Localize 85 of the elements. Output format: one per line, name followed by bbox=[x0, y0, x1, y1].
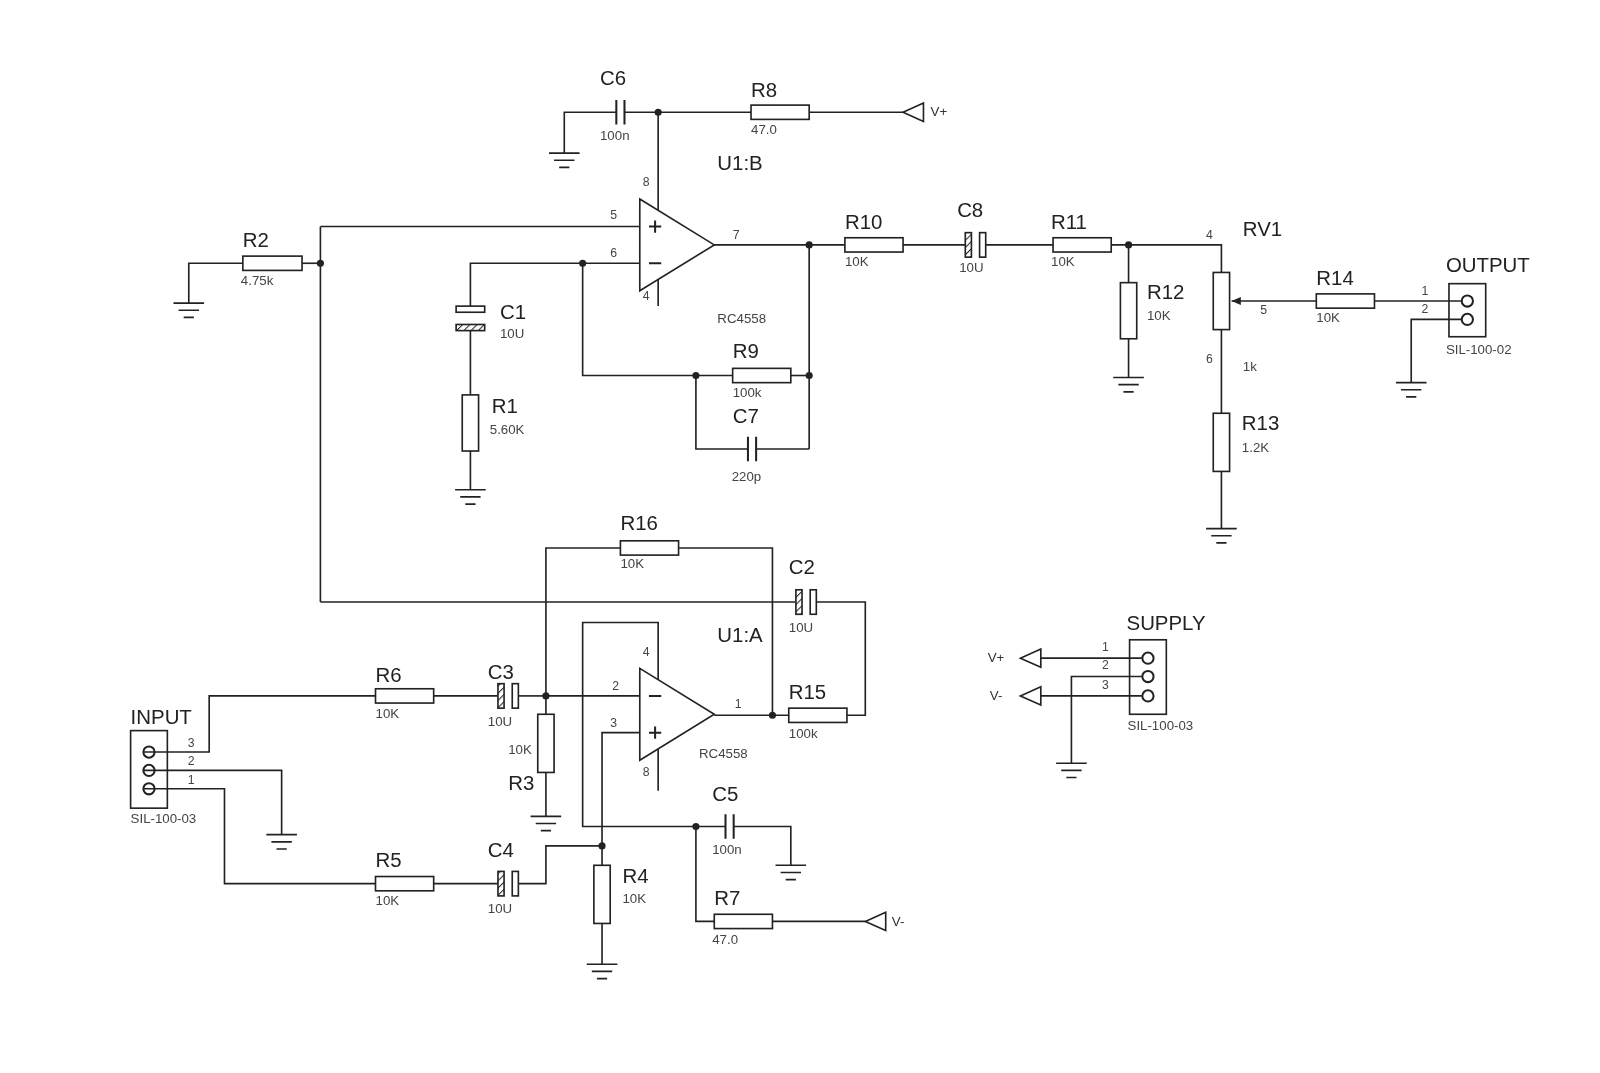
value-label: 220p bbox=[731, 469, 762, 483]
component-label: C5 bbox=[712, 783, 739, 805]
pin-number: 2 bbox=[1102, 659, 1109, 672]
value-label: 10K bbox=[375, 893, 400, 908]
pin-number: 2 bbox=[187, 755, 195, 768]
component-label: C8 bbox=[957, 200, 984, 221]
pin-number: 1 bbox=[1421, 284, 1429, 297]
component-label: R10 bbox=[844, 211, 883, 232]
net-label: V- bbox=[989, 688, 1003, 703]
component-label: C1 bbox=[500, 302, 527, 323]
pin-number: 4 bbox=[1206, 228, 1213, 241]
component-label: U1:B bbox=[717, 153, 763, 174]
value-label: 100n bbox=[600, 128, 630, 142]
value-label: 100k bbox=[732, 385, 762, 399]
value-label: 1.2K bbox=[1241, 440, 1270, 455]
pin-number: 1 bbox=[1102, 640, 1109, 654]
pin-number: 2 bbox=[1421, 303, 1429, 316]
value-label: 100k bbox=[788, 726, 818, 740]
component-label: C3 bbox=[487, 661, 514, 682]
component-label: SUPPLY bbox=[1126, 612, 1206, 633]
value-label: 100n bbox=[712, 842, 742, 857]
component-label: R14 bbox=[1316, 267, 1354, 288]
value-label: 10U bbox=[487, 714, 513, 728]
component-label: R7 bbox=[714, 887, 741, 909]
value-label: 1k bbox=[1242, 360, 1257, 374]
value-label: 10K bbox=[1316, 311, 1340, 325]
component-label: R2 bbox=[242, 229, 269, 250]
value-label: 10K bbox=[508, 742, 532, 757]
value-label: 10U bbox=[788, 620, 814, 634]
component-label: R3 bbox=[508, 772, 535, 793]
pin-number: 8 bbox=[642, 765, 650, 778]
component-label: R9 bbox=[732, 340, 759, 362]
value-label: 10U bbox=[500, 326, 525, 340]
value-label: 10U bbox=[959, 261, 984, 275]
component-label: C4 bbox=[487, 839, 514, 861]
pin-number: 1 bbox=[187, 773, 195, 786]
value-label: 10U bbox=[487, 902, 513, 916]
pin-number: 3 bbox=[610, 716, 617, 729]
pin-number: 7 bbox=[732, 228, 740, 241]
value-label: 10K bbox=[1146, 309, 1171, 323]
pin-number: 4 bbox=[642, 289, 650, 303]
component-label: C7 bbox=[732, 406, 759, 427]
component-label: C6 bbox=[600, 67, 627, 88]
value-label: RC4558 bbox=[698, 746, 748, 761]
value-label: SIL-100-03 bbox=[130, 812, 197, 826]
value-label: 47.0 bbox=[751, 122, 777, 136]
value-label: 10K bbox=[622, 891, 647, 906]
value-label: RC4558 bbox=[717, 312, 766, 326]
component-label: R16 bbox=[620, 512, 658, 533]
pin-number: 1 bbox=[734, 697, 742, 711]
value-label: 10K bbox=[375, 707, 400, 721]
value-label: 4.75k bbox=[240, 273, 274, 287]
component-label: R8 bbox=[751, 79, 778, 100]
pin-number: 5 bbox=[610, 209, 617, 222]
component-label: INPUT bbox=[130, 707, 192, 728]
component-label: R5 bbox=[375, 850, 402, 871]
component-label: OUTPUT bbox=[1445, 255, 1530, 276]
value-label: 10K bbox=[844, 255, 869, 269]
component-label: RV1 bbox=[1242, 218, 1283, 239]
component-label: R15 bbox=[788, 681, 827, 703]
pin-number: 4 bbox=[642, 645, 650, 659]
value-label: 5.60K bbox=[489, 422, 525, 436]
value-label: SIL-100-03 bbox=[1127, 718, 1194, 732]
value-label: SIL-100-02 bbox=[1445, 342, 1512, 357]
component-label: R12 bbox=[1146, 281, 1185, 303]
pin-number: 3 bbox=[1102, 678, 1109, 691]
pin-number: 6 bbox=[610, 246, 617, 260]
pin-number: 3 bbox=[187, 736, 195, 749]
value-label: 47.0 bbox=[712, 932, 739, 946]
pin-number: 2 bbox=[612, 679, 620, 692]
value-label: 10K bbox=[620, 557, 644, 571]
net-label: V- bbox=[891, 914, 905, 928]
component-label: C2 bbox=[788, 557, 815, 578]
pin-number: 6 bbox=[1206, 353, 1213, 366]
pin-number: 8 bbox=[642, 175, 650, 188]
component-label: R4 bbox=[622, 865, 649, 886]
component-label: R6 bbox=[375, 664, 402, 685]
net-label: V+ bbox=[987, 651, 1005, 665]
component-label: R13 bbox=[1241, 412, 1280, 433]
component-label: R1 bbox=[491, 395, 518, 417]
value-label: 10K bbox=[1051, 255, 1075, 269]
component-label: U1:A bbox=[717, 624, 763, 645]
net-label: V+ bbox=[930, 105, 948, 119]
component-label: R11 bbox=[1051, 211, 1087, 232]
pin-number: 5 bbox=[1260, 304, 1267, 317]
